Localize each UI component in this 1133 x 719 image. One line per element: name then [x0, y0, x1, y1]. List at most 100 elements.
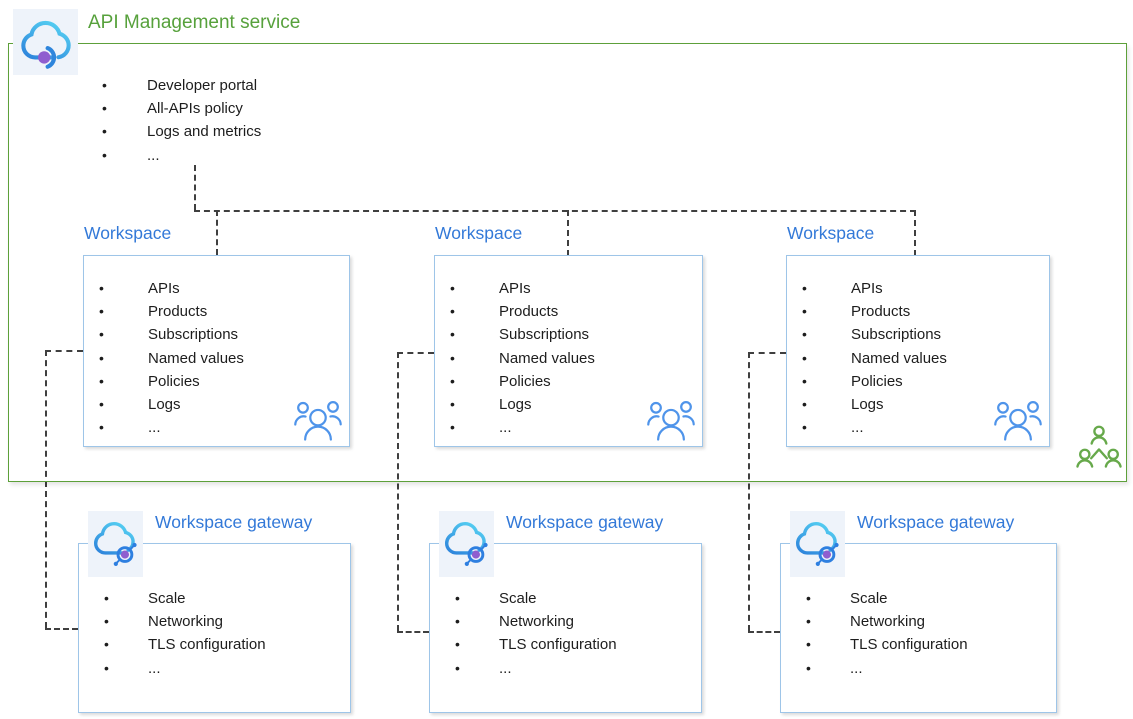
bullet-marker — [99, 393, 148, 416]
list-item-label: Developer portal — [147, 77, 258, 94]
list-item-label: ... — [850, 659, 863, 677]
bullet-marker — [450, 370, 499, 393]
workspace-gateway-box-3: Workspace gateway Scale Networking TLS c… — [780, 511, 1057, 713]
list-item-label: Logs and metrics — [147, 123, 262, 141]
list-item-label: Policies — [499, 372, 551, 390]
list-item: Policies — [99, 370, 244, 393]
workspace-gateway-cloud-icon — [795, 521, 839, 566]
connector-dashed-line — [194, 165, 196, 210]
connector-dashed-line — [748, 352, 750, 631]
list-item-label: ... — [499, 659, 512, 677]
bullet-marker — [99, 300, 148, 323]
bullet-marker — [806, 633, 850, 656]
api-management-service-box — [8, 43, 1127, 482]
list-item: Subscriptions — [802, 323, 947, 346]
bullet-marker — [104, 610, 148, 633]
list-item-label: Named values — [148, 349, 244, 367]
connector-dashed-line — [216, 210, 218, 255]
list-item-label: Scale — [499, 590, 537, 607]
list-item-label: Subscriptions — [148, 326, 239, 344]
bullet-marker — [802, 300, 851, 323]
list-item: Scale — [806, 587, 968, 610]
connector-dashed-line — [45, 628, 78, 630]
list-item-label: ... — [499, 419, 512, 437]
connector-dashed-line — [567, 210, 569, 256]
gateway-feature-list: Scale Networking TLS configuration ... — [104, 587, 266, 680]
workspace-box-3: APIs Products Subscriptions Named values… — [786, 255, 1050, 447]
workspace-title: Workspace — [435, 223, 523, 243]
organization-people-icon — [1076, 425, 1122, 468]
connector-dashed-line — [194, 210, 916, 212]
list-item-label: Named values — [851, 349, 947, 367]
list-item-label: Networking — [499, 613, 575, 631]
bullet-marker — [802, 370, 851, 393]
list-item: Policies — [450, 370, 595, 393]
team-people-icon — [994, 401, 1042, 441]
list-item: Named values — [802, 347, 947, 370]
list-item-label: TLS configuration — [850, 636, 968, 654]
bullet-marker — [450, 393, 499, 416]
workspace-title: Workspace — [84, 223, 172, 243]
list-item: TLS configuration — [104, 633, 266, 656]
bullet-marker — [450, 323, 499, 346]
bullet-marker — [99, 416, 148, 439]
bullet-marker — [806, 610, 850, 633]
list-item-label: Products — [851, 303, 911, 321]
workspace-gateway-icon — [439, 511, 494, 577]
workspace-gateway-box-1: Workspace gateway Scale Networking TLS c… — [78, 511, 351, 713]
api-management-cloud-icon — [20, 20, 71, 69]
connector-dashed-line — [397, 631, 429, 633]
list-item-label: Networking — [850, 613, 926, 631]
connector-dashed-line — [397, 352, 399, 631]
bullet-marker — [455, 587, 499, 610]
bullet-marker — [802, 416, 851, 439]
bullet-marker — [450, 347, 499, 370]
list-item: Logs — [450, 393, 595, 416]
list-item-label: Scale — [850, 590, 888, 607]
list-item: ... — [450, 416, 595, 439]
gateway-title: Workspace gateway — [857, 512, 1015, 532]
bullet-marker — [99, 323, 148, 346]
workspace-gateway-icon — [88, 511, 143, 577]
connector-dashed-line — [397, 352, 434, 354]
service-title: API Management service — [88, 12, 301, 33]
bullet-marker — [450, 416, 499, 439]
bullet-marker — [802, 323, 851, 346]
list-item: TLS configuration — [455, 633, 617, 656]
bullet-marker — [104, 587, 148, 610]
list-item-label: TLS configuration — [148, 636, 266, 654]
list-item-label: APIs — [499, 280, 531, 297]
bullet-marker — [802, 277, 851, 300]
workspace-box-2: APIs Products Subscriptions Named values… — [434, 255, 703, 447]
list-item-label: Subscriptions — [499, 326, 590, 344]
list-item: ... — [102, 144, 261, 167]
list-item-label: Logs — [499, 396, 532, 414]
list-item-label: Products — [148, 303, 208, 321]
workspace-gateway-box-2: Workspace gateway Scale Networking TLS c… — [429, 511, 702, 713]
connector-dashed-line — [748, 631, 780, 633]
list-item: ... — [99, 416, 244, 439]
list-item: ... — [455, 657, 617, 680]
list-item-label: ... — [851, 419, 864, 437]
bullet-marker — [455, 633, 499, 656]
list-item: Scale — [455, 587, 617, 610]
workspace-gateway-cloud-icon — [93, 521, 137, 566]
bullet-marker — [104, 657, 148, 680]
team-people-icon — [294, 401, 342, 441]
workspace-feature-list: APIs Products Subscriptions Named values… — [99, 277, 244, 439]
gateway-feature-list: Scale Networking TLS configuration ... — [806, 587, 968, 680]
list-item: Logs and metrics — [102, 120, 261, 143]
list-item: APIs — [99, 277, 244, 300]
list-item: Subscriptions — [450, 323, 595, 346]
list-item-label: All-APIs policy — [147, 100, 243, 118]
list-item-label: Networking — [148, 613, 224, 631]
list-item-label: Policies — [851, 372, 903, 390]
list-item-label: ... — [148, 659, 161, 677]
bullet-marker — [102, 144, 147, 167]
bullet-marker — [802, 393, 851, 416]
workspace-feature-list: APIs Products Subscriptions Named values… — [802, 277, 947, 439]
workspace-box-1: APIs Products Subscriptions Named values… — [83, 255, 350, 447]
service-feature-list: Developer portal All-APIs policy Logs an… — [102, 74, 261, 167]
list-item: APIs — [802, 277, 947, 300]
